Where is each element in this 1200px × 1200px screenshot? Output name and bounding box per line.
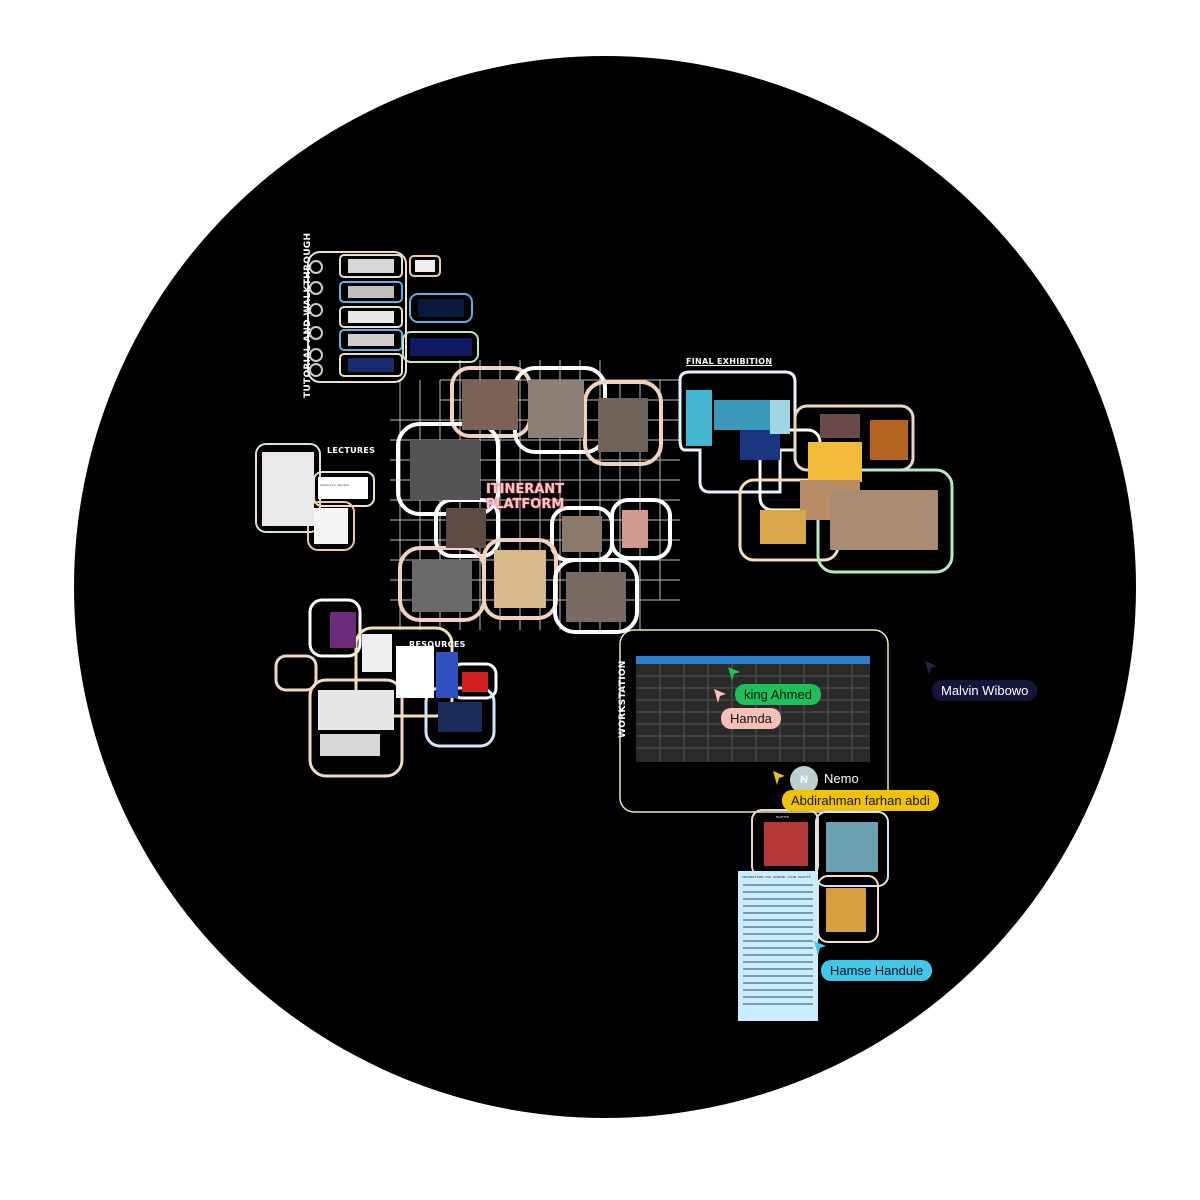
final-exhibition-images bbox=[686, 390, 938, 550]
instruction-line bbox=[743, 996, 813, 998]
instruction-line bbox=[743, 898, 813, 900]
instruction-line bbox=[743, 1003, 813, 1005]
pointer-arrow-icon bbox=[925, 661, 937, 675]
instruction-line bbox=[743, 989, 813, 991]
tutorial-frames bbox=[307, 251, 479, 383]
pointer-arrow-icon bbox=[773, 771, 785, 785]
pointer-arrow-icon bbox=[714, 689, 726, 703]
lectures-section-title: LECTURES bbox=[327, 446, 376, 455]
instruction-line bbox=[743, 982, 813, 984]
platform-images bbox=[410, 380, 648, 622]
instruction-line bbox=[743, 933, 813, 935]
instruction-line bbox=[743, 968, 813, 970]
instruction-line bbox=[743, 947, 813, 949]
instruction-line bbox=[743, 891, 813, 893]
canvas-board[interactable]: INSTRUCTIONS FOR LOADING COLOR PALETTE bbox=[74, 56, 1136, 1118]
palette-label: PALETTE bbox=[776, 815, 789, 819]
final-exhibition-title: FINAL EXHIBITION bbox=[686, 357, 773, 366]
palette-instructions-panel: INSTRUCTIONS FOR LOADING COLOR PALETTE bbox=[738, 871, 818, 1021]
lecture-slides bbox=[262, 452, 314, 526]
resources-section-title: RESOURCES bbox=[409, 640, 466, 649]
collaborator-label: king Ahmed bbox=[735, 684, 821, 705]
instruction-line bbox=[743, 884, 813, 886]
lecture-card bbox=[318, 477, 368, 499]
collaborator-label: Malvin Wibowo bbox=[932, 680, 1038, 701]
itinerant-platform-title: ITINERANT PLATFORM bbox=[485, 482, 565, 512]
instruction-line bbox=[743, 954, 813, 956]
instruction-line bbox=[743, 975, 813, 977]
tutorial-section-title: TUTORIAL AND WALKTHROUGH bbox=[303, 232, 313, 398]
instruction-line bbox=[743, 940, 813, 942]
user-avatar[interactable]: N bbox=[790, 766, 818, 794]
pointer-arrow-icon bbox=[814, 941, 826, 955]
workstation-toolbar bbox=[636, 656, 870, 664]
board-artwork bbox=[255, 251, 954, 947]
pointer-arrow-icon bbox=[728, 667, 740, 681]
user-name: Nemo bbox=[824, 771, 859, 786]
lecture-card-text: Lecture by: Kendall bbox=[320, 483, 349, 487]
collaborator-label: Abdirahman farhan abdi bbox=[782, 790, 939, 811]
workstation-section-title: WORKSTATION bbox=[618, 660, 628, 738]
instruction-line bbox=[743, 912, 813, 914]
tutorial-thumbnails bbox=[348, 259, 472, 372]
instructions-title: INSTRUCTIONS FOR LOADING COLOR PALETTE bbox=[742, 875, 811, 879]
instruction-line bbox=[743, 905, 813, 907]
instruction-line bbox=[743, 926, 813, 928]
lecture-handout bbox=[314, 508, 348, 544]
resources-images bbox=[318, 612, 488, 756]
collaborator-label: Hamse Handule bbox=[821, 960, 933, 981]
collaborator-label: Hamda bbox=[721, 708, 781, 729]
instruction-line bbox=[743, 919, 813, 921]
instruction-line bbox=[743, 961, 813, 963]
